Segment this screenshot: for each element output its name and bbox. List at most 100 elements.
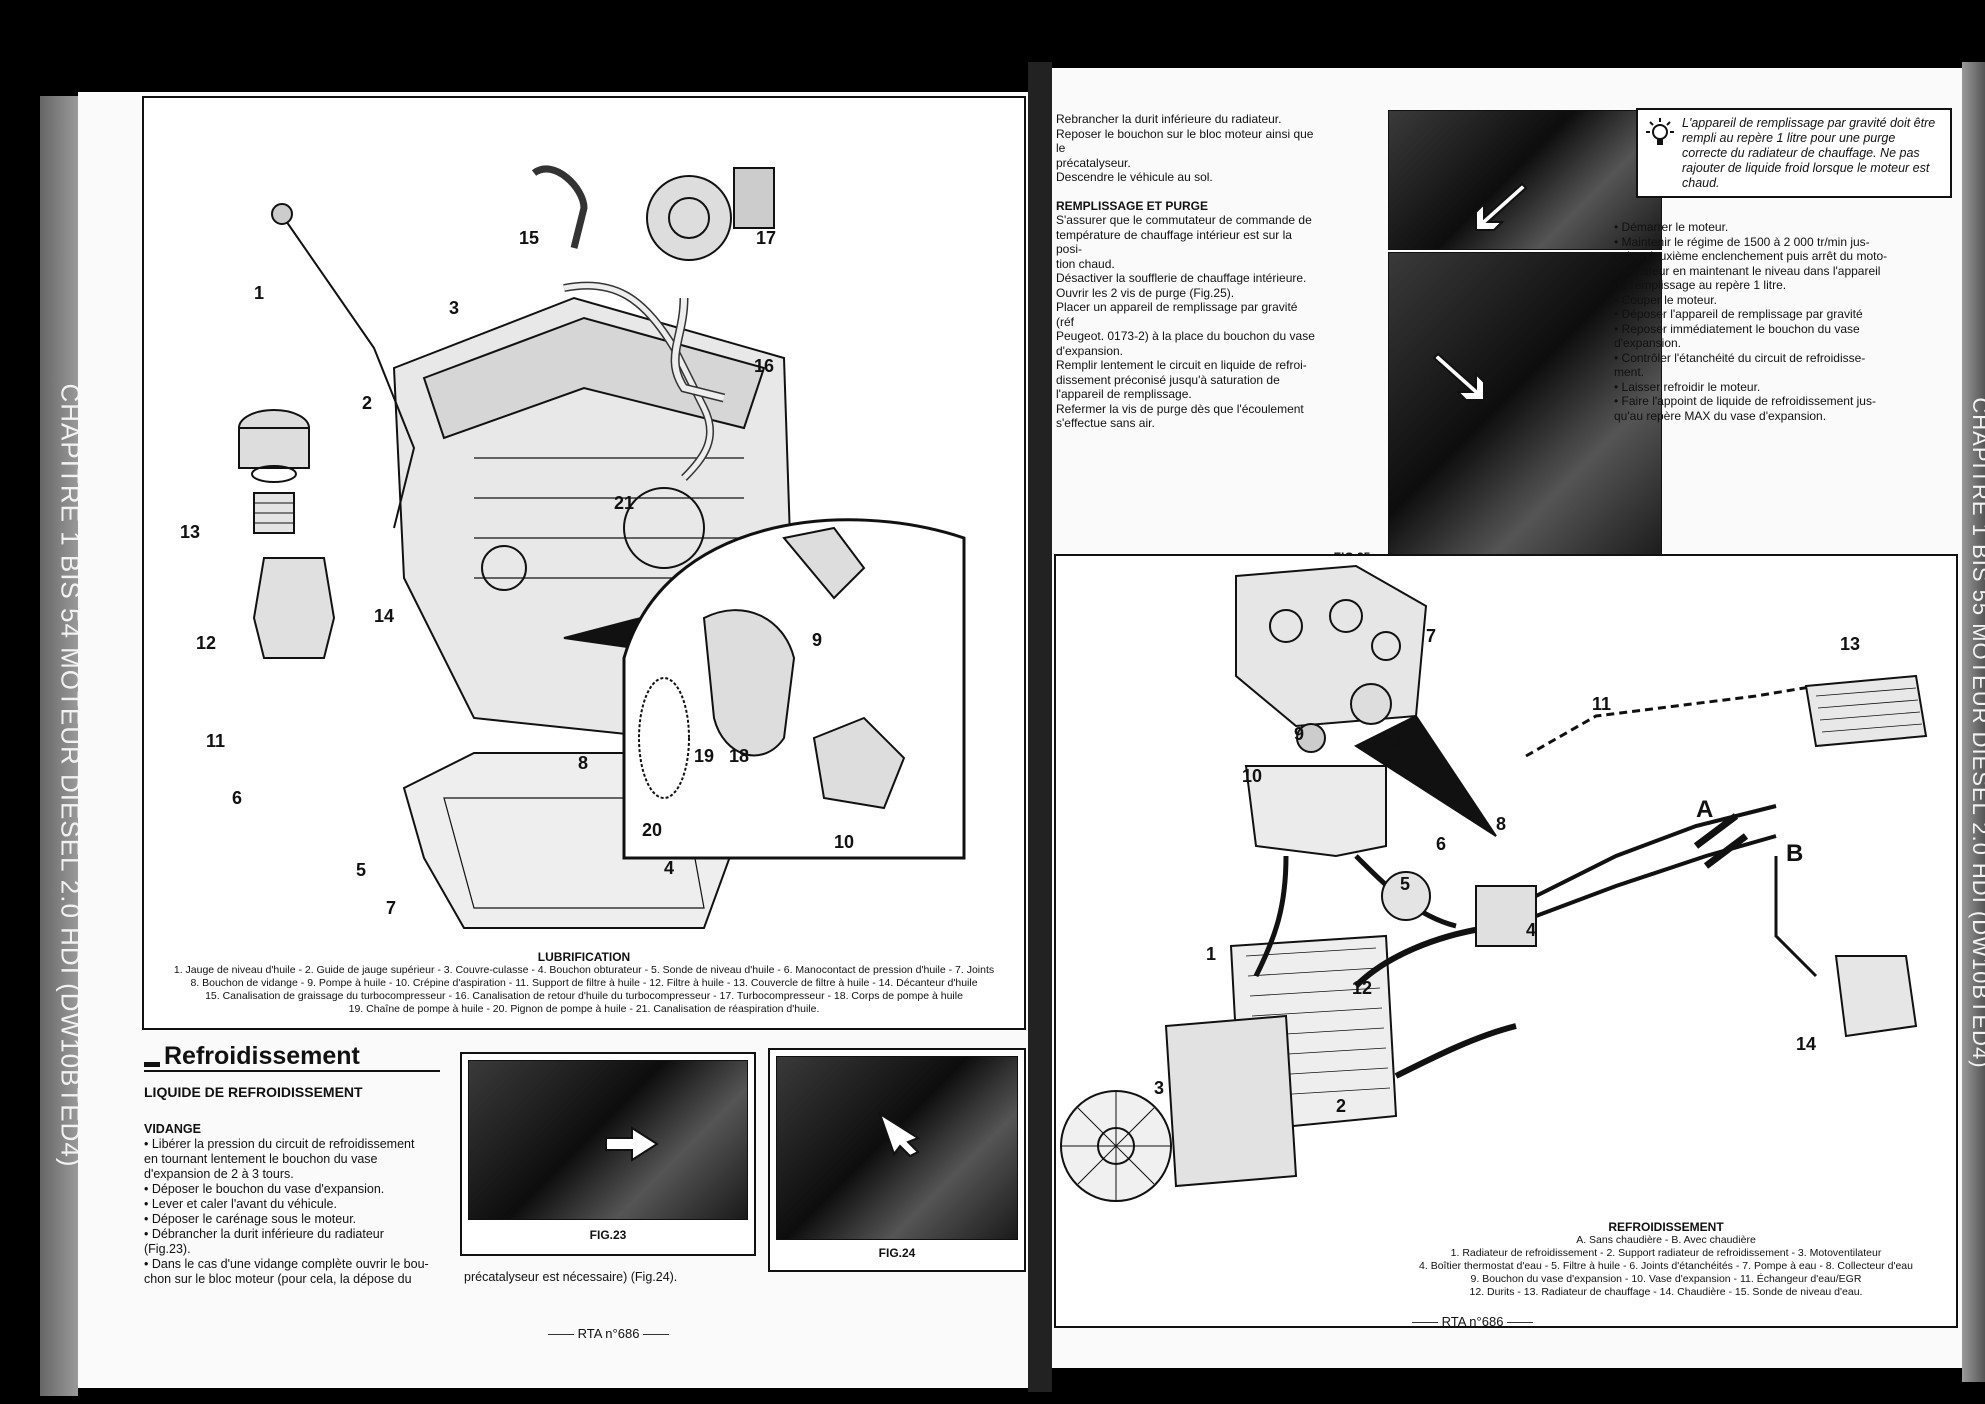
book-spine: [1028, 62, 1052, 1392]
remplissage-line: Placer un appareil de remplissage par gr…: [1056, 300, 1298, 329]
cooling-callout-5: 5: [1400, 874, 1411, 894]
callout-5: 5: [356, 860, 367, 880]
vidange-line: • Lever et caler l'avant du véhicule.: [144, 1197, 337, 1211]
step-line: qu'au repère MAX du vase d'expansion.: [1614, 408, 1827, 423]
lubrication-caption-line4: 19. Chaîne de pompe à huile - 20. Pignon…: [348, 1003, 820, 1015]
callout-15: 15: [519, 228, 540, 248]
remplissage-line: Peugeot. 0173-2) à la place du bouchon d…: [1056, 329, 1315, 343]
cooling-callout-6: 6: [1436, 834, 1447, 854]
remplissage-line: l'appareil de remplissage.: [1056, 387, 1192, 401]
fig23-frame: FIG.23: [460, 1052, 756, 1256]
fig25-arrow-icon-bottom: [1432, 352, 1485, 401]
cooling-figure: 1 2 3 4 5 6 7 8 9 10 11 12 13 14 15 A B …: [1054, 554, 1958, 1328]
lubrication-caption-line2: 8. Bouchon de vidange - 9. Pompe à huile…: [190, 977, 978, 989]
cooling-callout-9: 9: [1294, 724, 1305, 744]
step-line: ventilateur en maintenant le niveau dans…: [1614, 263, 1881, 278]
left-page-edge: [40, 96, 78, 1396]
remplissage-line: s'effectue sans air.: [1056, 416, 1155, 430]
top-text-line: Descendre le véhicule au sol.: [1056, 170, 1213, 184]
callout-4: 4: [664, 858, 675, 878]
lubrication-diagram: [238, 165, 966, 929]
callout-19: 19: [694, 746, 715, 766]
remplissage-line: dissement préconisé jusqu'à saturation d…: [1056, 372, 1280, 387]
vidange-block: VIDANGE • Libérer la pression du circuit…: [144, 1122, 444, 1287]
step-line: ment.: [1614, 365, 1645, 379]
lubrication-caption-title: LUBRIFICATION: [537, 950, 631, 964]
vidange-line: chon sur le bloc moteur (pour cela, la d…: [144, 1272, 412, 1286]
callout-1: 1: [254, 283, 265, 303]
fig23-arrow-icon: [605, 1126, 659, 1162]
vidange-line: • Libérer la pression du circuit de refr…: [144, 1137, 415, 1151]
step-line: • Démarrer le moteur.: [1614, 220, 1729, 234]
callout-21: 21: [614, 493, 635, 513]
cooling-caption-line2: 1. Radiateur de refroidissement - 2. Sup…: [1450, 1247, 1882, 1259]
tip-text: L'appareil de remplissage par gravité do…: [1682, 116, 1936, 190]
lubrication-caption-line1: 1. Jauge de niveau d'huile - 2. Guide de…: [173, 964, 995, 976]
fig25-photo-bottom: [1388, 252, 1662, 564]
callout-3: 3: [449, 298, 460, 318]
step-line: de remplissage au repère 1 litre.: [1614, 278, 1787, 292]
cooling-callout-7: 7: [1426, 626, 1437, 646]
lubrication-caption-line3: 15. Canalisation de graissage du turboco…: [205, 990, 963, 1002]
cooling-callout-12: 12: [1352, 978, 1373, 998]
step-line: qu'au deuxième enclenchement puis arrêt …: [1614, 249, 1888, 263]
cooling-caption-line5: 12. Durits - 13. Radiateur de chauffage …: [1469, 1286, 1863, 1298]
fig25-frame: FIG.25: [1322, 108, 1662, 588]
step-line: • Reposer immédiatement le bouchon du va…: [1614, 321, 1860, 336]
remplissage-line: d'expansion.: [1056, 343, 1124, 358]
left-footer: —— RTA n°686 ——: [548, 1326, 670, 1341]
fig24-arrow-icon: [878, 1111, 921, 1158]
callout-17: 17: [756, 228, 777, 248]
vidange-line: en tournant lentement le bouchon du vase: [144, 1152, 378, 1166]
remplissage-heading: REMPLISSAGE ET PURGE: [1056, 198, 1209, 213]
right-page-edge: [1962, 62, 1985, 1382]
step-line: • Faire l'appoint de liquide de refroidi…: [1614, 394, 1876, 408]
section-title-rule: [144, 1070, 440, 1072]
remplissage-line: Ouvrir les 2 vis de purge (Fig.25).: [1056, 285, 1235, 300]
callout-18: 18: [729, 746, 750, 766]
right-side-label: CHAPITRE 1 BIS 55 MOTEUR DIESEL 2.0 HDI …: [1968, 397, 1985, 1069]
lubrication-figure: 1 2 3 4 5 6 7 8 9 10 11 12 13 14 15 16 1…: [142, 96, 1026, 1030]
vidange-line: • Déposer le bouchon du vase d'expansion…: [144, 1182, 385, 1196]
cooling-caption-line3: 4. Boîtier thermostat d'eau - 5. Filtre …: [1419, 1260, 1913, 1272]
callout-20: 20: [642, 820, 663, 840]
cooling-variant-b-label: B: [1786, 840, 1804, 867]
tip-box: L'appareil de remplissage par gravité do…: [1636, 108, 1952, 198]
step-line: • Laisser refroidir le moteur.: [1614, 379, 1761, 394]
step-line: d'expansion.: [1614, 336, 1682, 350]
cooling-callout-10: 10: [1242, 766, 1263, 786]
step-line: • Couper le moteur.: [1614, 292, 1717, 307]
cooling-callout-13: 13: [1840, 634, 1861, 654]
remplissage-line: Désactiver la soufflerie de chauffage in…: [1056, 271, 1307, 285]
fig25-photo-top: [1388, 110, 1662, 250]
step-line: • Contrôler l'étanchéité du circuit de r…: [1614, 350, 1866, 365]
cooling-callout-2: 2: [1336, 1096, 1347, 1116]
vidange-line: • Déposer le carénage sous le moteur.: [144, 1212, 357, 1226]
cooling-caption-line4: 9. Bouchon du vase d'expansion - 10. Vas…: [1470, 1273, 1862, 1285]
continuation-text: précatalyseur est nécessaire) (Fig.24).: [464, 1270, 678, 1284]
fig23-label: FIG.23: [589, 1228, 627, 1242]
remplissage-line: Refermer la vis de purge dès que l'écoul…: [1056, 401, 1304, 416]
callout-9: 9: [812, 630, 823, 650]
vidange-line: (Fig.23).: [144, 1242, 191, 1256]
cooling-caption-title: REFROIDISSEMENT: [1608, 1220, 1724, 1234]
cooling-callout-3: 3: [1154, 1078, 1165, 1098]
callout-13: 13: [180, 522, 201, 542]
top-text-line: précatalyseur.: [1056, 155, 1131, 170]
fig24-frame: FIG.24: [768, 1048, 1026, 1272]
callout-14: 14: [374, 606, 395, 626]
cooling-diagram: [1060, 564, 1928, 1202]
vidange-line: • Débrancher la durit inférieure du radi…: [144, 1227, 384, 1241]
steps-block: • Démarrer le moteur. • Maintenir le rég…: [1614, 220, 1952, 423]
callout-6: 6: [232, 788, 243, 808]
section-title: Refroidissement: [164, 1042, 360, 1070]
remplissage-line: Remplir lentement le circuit en liquide …: [1056, 358, 1307, 372]
subsection-title: LIQUIDE DE REFROIDISSEMENT: [144, 1084, 363, 1100]
section-title-marker: [144, 1062, 160, 1067]
top-text-block: Rebrancher la durit inférieure du radiat…: [1056, 112, 1318, 431]
callout-8: 8: [578, 753, 589, 773]
callout-16: 16: [754, 356, 775, 376]
vidange-heading: VIDANGE: [144, 1122, 201, 1136]
cooling-callout-8: 8: [1496, 814, 1507, 834]
spacer: [1056, 185, 1318, 199]
